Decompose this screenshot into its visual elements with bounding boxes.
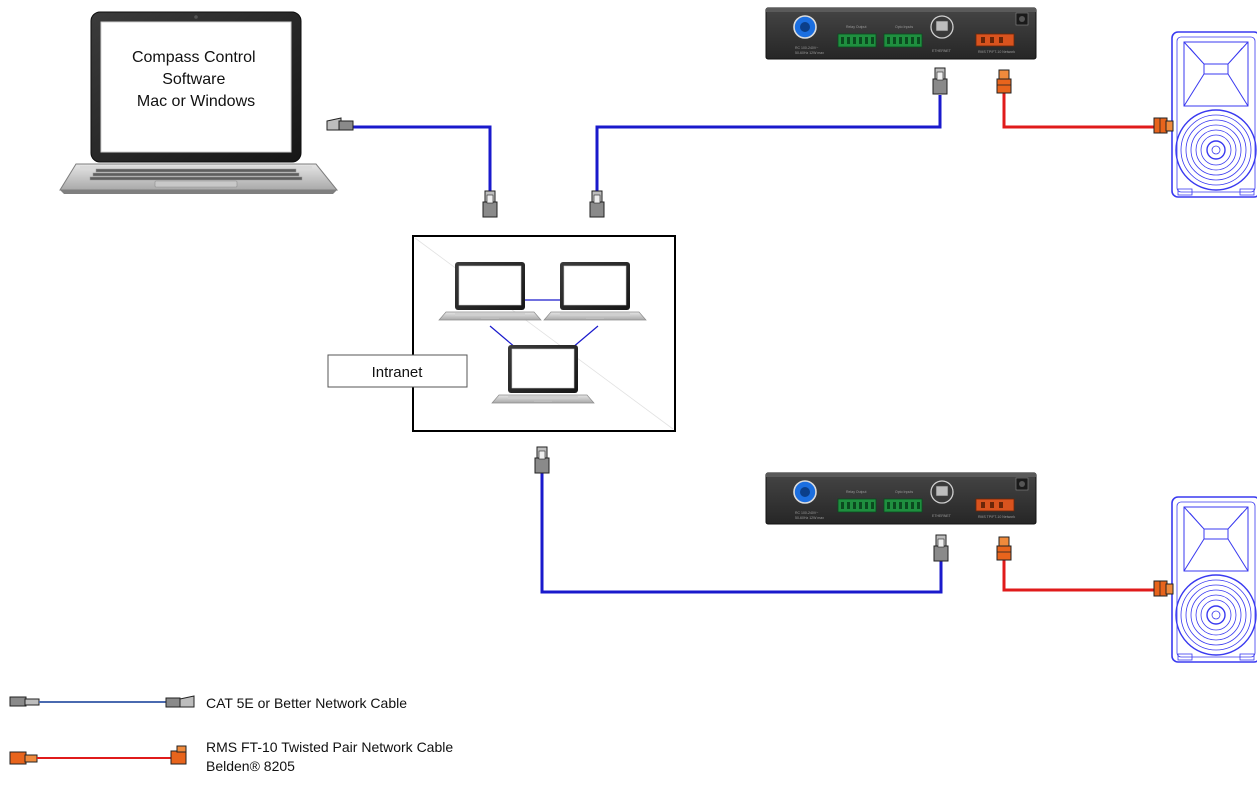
- laptop-screen-text: Compass Control Software Mac or Windows: [132, 49, 260, 110]
- loudspeaker-top: [1171, 31, 1257, 198]
- laptop-computer: Compass Control Software Mac or Windows: [59, 11, 339, 194]
- opto-inputs-label-bottom: Opto Inputs: [895, 490, 913, 494]
- rms-connector-speaker-top: [1153, 117, 1174, 134]
- cable-intranet-to-device-top: [595, 95, 942, 195]
- opto-inputs-label-top: Opto Inputs: [895, 25, 913, 29]
- ethernet-label-top: ETHERNET: [932, 49, 952, 53]
- cable-laptop-to-intranet: [350, 125, 492, 195]
- intranet-label: Intranet: [372, 364, 424, 381]
- svg-text:50-60Hz 12W max: 50-60Hz 12W max: [795, 51, 824, 55]
- rms-connector-speaker-bottom: [1153, 580, 1174, 597]
- rms-interface-device-top: RC 100-240V~ 50-60Hz 12W max Relay Outpu…: [765, 7, 1037, 60]
- relay-output-label-top: Relay Output: [846, 25, 866, 29]
- rms-cable-top: [1002, 93, 1160, 129]
- laptop-line-1: Compass Control: [132, 49, 256, 66]
- legend-cat5-text: CAT 5E or Better Network Cable: [206, 695, 407, 711]
- cable-intranet-to-device-bottom: [540, 472, 943, 594]
- rms-connector-device-top: [996, 69, 1012, 94]
- intranet-network: Intranet: [327, 235, 676, 432]
- legend-rms-cable-symbol: [9, 745, 187, 765]
- rj45-connector-device-bottom: [933, 534, 949, 562]
- legend: CAT 5E or Better Network Cable RMS FT-10…: [9, 695, 453, 774]
- laptop-line-3: Mac or Windows: [137, 93, 255, 110]
- ethernet-label-bottom: ETHERNET: [932, 514, 952, 518]
- svg-text:RC 100-240V~: RC 100-240V~: [795, 46, 818, 50]
- legend-rms-text-line1: RMS FT-10 Twisted Pair Network Cable: [206, 739, 453, 755]
- rms-interface-device-bottom: RC 100-240V~ 50-60Hz 12W max Relay Outpu…: [765, 472, 1037, 525]
- legend-cat5-cable-symbol: [9, 695, 195, 708]
- rms-connector-device-bottom: [996, 536, 1012, 561]
- svg-text:RC 100-240V~: RC 100-240V~: [795, 511, 818, 515]
- rj45-connector-device-top: [932, 67, 948, 95]
- rj45-connector-intranet-bottom: [534, 446, 550, 474]
- legend-rms-text-line2: Belden® 8205: [206, 758, 295, 774]
- relay-output-label-bottom: Relay Output: [846, 490, 866, 494]
- svg-text:50-60Hz 12W max: 50-60Hz 12W max: [795, 516, 824, 520]
- rj45-connector-intranet-right: [589, 190, 605, 218]
- rms-cable-bottom: [1002, 558, 1160, 592]
- loudspeaker-bottom: [1171, 496, 1257, 663]
- rms-network-label-top: RMS TP/FT-10 Network: [978, 50, 1015, 54]
- laptop-line-2: Software: [162, 71, 225, 88]
- rj45-connector-intranet-left: [482, 190, 498, 218]
- rms-network-label-bottom: RMS TP/FT-10 Network: [978, 515, 1015, 519]
- laptop-cable-plug: [326, 117, 354, 131]
